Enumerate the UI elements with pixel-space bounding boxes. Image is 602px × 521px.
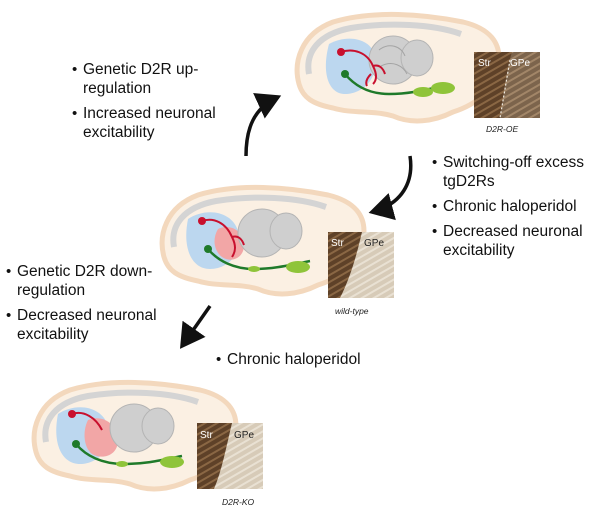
- arrow-oe-to-wt: [368, 155, 413, 221]
- red-neuron: [68, 410, 76, 418]
- green-neuron: [72, 440, 80, 448]
- list-down-from-oe: Switching-off excess tgD2Rs Chronic halo…: [432, 153, 597, 266]
- caption-wild-type: wild-type: [335, 306, 369, 316]
- caption-d2r-ko: D2R-KO: [222, 497, 255, 507]
- arrow-wt-to-ko: [179, 304, 212, 349]
- leaf-icon: [413, 82, 455, 97]
- green-neuron: [204, 245, 212, 253]
- red-neuron: [198, 217, 206, 225]
- list-item: Chronic haloperidol: [432, 197, 597, 216]
- red-neuron: [337, 48, 345, 56]
- list-item: Chronic haloperidol: [216, 350, 416, 369]
- red-neuron-axon: [340, 49, 386, 87]
- green-neuron: [341, 70, 349, 78]
- micrograph-wt-str-label: Str: [331, 238, 344, 249]
- cerebellum-shape: [237, 208, 303, 258]
- list-item: Decreased neuronal excitability: [432, 222, 597, 260]
- list-item: Genetic D2R up-regulation: [72, 60, 242, 98]
- leaf-icon: [116, 456, 184, 468]
- list-item: Decreased neuronal excitability: [6, 306, 166, 344]
- list-item: Switching-off excess tgD2Rs: [432, 153, 597, 191]
- list-down-from-wt: Genetic D2R down-regulation Decreased ne…: [6, 262, 166, 350]
- micrograph-oe-gpe-label: GPe: [510, 58, 531, 69]
- caption-d2r-oe: D2R-OE: [486, 124, 519, 134]
- brain-d2r-ko: [31, 379, 239, 492]
- arrow-up-to-oe: [244, 93, 282, 157]
- cerebellum-shape: [109, 403, 175, 453]
- micrograph-wt-gpe-label: GPe: [364, 238, 385, 249]
- micrograph-wild-type: [328, 232, 394, 298]
- micrograph-ko-str-label: Str: [200, 430, 213, 441]
- list-up-transition: Genetic D2R up-regulation Increased neur…: [72, 60, 242, 148]
- list-item: Genetic D2R down-regulation: [6, 262, 166, 300]
- micrograph-d2r-ko: [197, 423, 263, 489]
- micrograph-d2r-oe: [474, 52, 540, 119]
- red-neuron-axon: [201, 218, 245, 258]
- list-haloperidol-to-ko: Chronic haloperidol: [216, 350, 416, 375]
- list-item: Increased neuronal excitability: [72, 104, 242, 142]
- highlight-target: [214, 226, 244, 260]
- brain-d2r-oe: [294, 11, 502, 124]
- micrograph-oe-str-label: Str: [478, 58, 491, 69]
- micrograph-ko-gpe-label: GPe: [234, 430, 255, 441]
- cerebellum-shape: [368, 35, 434, 85]
- leaf-icon: [248, 261, 310, 273]
